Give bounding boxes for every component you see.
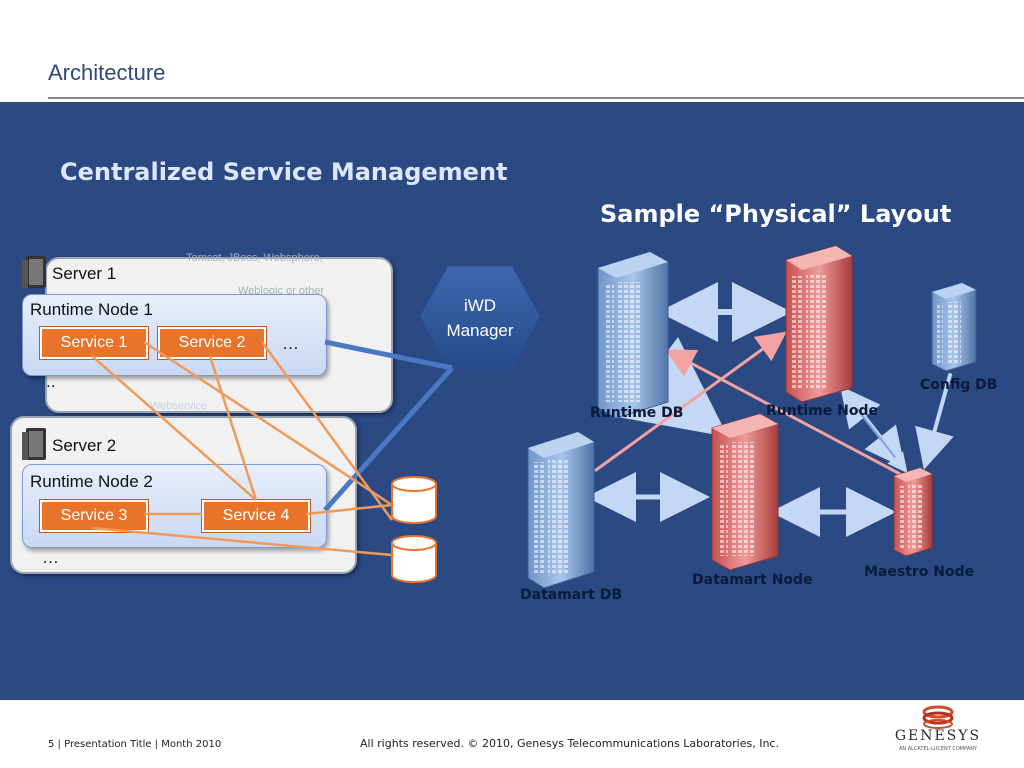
dep-s2-s4	[208, 355, 258, 501]
runtime-db-server-icon	[597, 251, 669, 419]
server-tower-icon	[22, 256, 46, 288]
slide-title: Architecture	[48, 60, 166, 85]
datamart-db-server-icon	[527, 431, 595, 589]
logo-wordmark: GENESYS	[894, 728, 982, 744]
iwd-manager-hexagon	[419, 265, 541, 369]
dep-s4-db1	[305, 503, 393, 516]
maestro-node-label: Maestro Node	[864, 564, 975, 580]
datamart-node-label: Datamart Node	[692, 572, 813, 588]
logo-subtitle: AN ALCATEL-LUCENT COMPANY	[898, 746, 978, 752]
server-1-more-nodes: ..	[46, 372, 56, 391]
footer-copyright: All rights reserved. © 2010, Genesys Tel…	[360, 737, 779, 750]
server-2-label: Server 2	[52, 436, 117, 455]
maestro-node-server-icon	[893, 467, 933, 557]
more-services: …	[282, 334, 299, 353]
diagram-heading: Centralized Service Management	[60, 158, 508, 186]
service-2: Service 2	[158, 327, 266, 359]
server-2-more-nodes: …	[42, 548, 59, 567]
physical-layout-heading: Sample “Physical” Layout	[600, 200, 952, 228]
arrow-maestro-runtime-db	[664, 349, 902, 476]
iwd-manager-label-1: iWD	[463, 296, 497, 315]
database-cylinder-icon	[391, 476, 437, 524]
runtime-node-server-icon	[785, 245, 853, 403]
config-db-server-icon	[931, 282, 977, 372]
iwd-manager-label-2: Manager	[446, 321, 514, 340]
genesys-logo: GENESYS AN ALCATEL-LUCENT COMPANY	[888, 700, 988, 760]
runtime-db-label: Runtime DB	[590, 405, 684, 421]
webservice-note: Webservice	[150, 400, 208, 412]
dep-s1-s4	[91, 355, 257, 501]
genesys-swirl-icon	[922, 705, 954, 729]
arrow-maestro-config-light	[857, 409, 908, 474]
dep-s1-db1	[143, 340, 393, 507]
runtime-node-2-label: Runtime Node 2	[30, 472, 153, 491]
footer-page-info: 5 | Presentation Title | Month 2010	[48, 739, 222, 750]
datamart-node-server-icon	[711, 413, 779, 571]
server-1-label: Server 1	[52, 264, 117, 283]
datamart-db-label: Datamart DB	[520, 587, 623, 603]
title-divider	[48, 97, 1024, 99]
server-tower-icon	[22, 428, 46, 460]
dep-s3-db2	[91, 526, 393, 557]
runtime-node-label: Runtime Node	[766, 403, 879, 419]
config-db-label: Config DB	[920, 377, 998, 393]
service-4: Service 4	[202, 500, 310, 532]
runtime-node-1-label: Runtime Node 1	[30, 300, 153, 319]
arrow-config-maestro	[915, 373, 954, 470]
app-server-note-1: Tomcat, JBoss, Websphere,	[186, 252, 323, 264]
service-3: Service 3	[40, 500, 148, 532]
connector-node1-manager	[324, 339, 453, 371]
database-cylinder-icon	[391, 535, 437, 583]
connector-node2-manager	[323, 366, 454, 512]
arrow-datamart-db-runtime-node	[594, 331, 787, 472]
